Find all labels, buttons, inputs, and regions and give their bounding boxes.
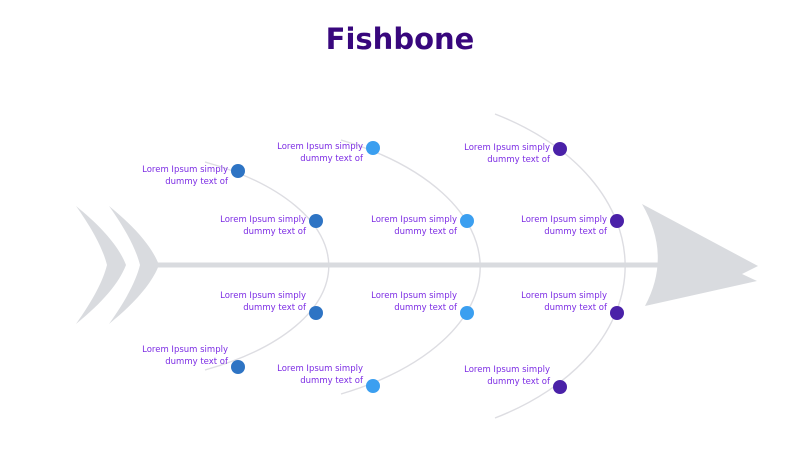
branch-1-node-2-dot <box>309 214 323 228</box>
branch-2-node-3-dot <box>460 306 474 320</box>
branch-1-node-2-label: Lorem Ipsum simply dummy text of <box>220 215 306 237</box>
branch-1-node-3-label: Lorem Ipsum simply dummy text of <box>220 291 306 313</box>
branch-2-node-3-label: Lorem Ipsum simply dummy text of <box>371 291 457 313</box>
spine-line <box>150 262 659 268</box>
branch-1-node-3-dot <box>309 306 323 320</box>
branch-3-node-2-dot <box>610 214 624 228</box>
branch-2-node-1-dot <box>366 141 380 155</box>
page-title: Fishbone <box>325 22 475 56</box>
branch-3-node-4-label: Lorem Ipsum simply dummy text of <box>464 365 550 387</box>
branch-1-node-1-label: Lorem Ipsum simply dummy text of <box>142 165 228 187</box>
branch-1-node-1-dot <box>231 164 245 178</box>
tail-chevron-inner-icon <box>109 206 159 324</box>
branch-3-node-1-label: Lorem Ipsum simply dummy text of <box>464 143 550 165</box>
head-arrow-icon <box>642 204 758 306</box>
branch-3-node-1-dot <box>553 142 567 156</box>
tail-chevron-outer-icon <box>76 206 126 324</box>
branch-1-node-4-dot <box>231 360 245 374</box>
branch-2-node-2-dot <box>460 214 474 228</box>
branch-1-node-4-label: Lorem Ipsum simply dummy text of <box>142 345 228 367</box>
branch-2-node-4-label: Lorem Ipsum simply dummy text of <box>277 364 363 386</box>
branch-2-node-2-label: Lorem Ipsum simply dummy text of <box>371 215 457 237</box>
branch-2-node-4-dot <box>366 379 380 393</box>
branch-3-node-4-dot <box>553 380 567 394</box>
branch-3-node-3-dot <box>610 306 624 320</box>
branch-3-node-3-label: Lorem Ipsum simply dummy text of <box>521 291 607 313</box>
branch-3-node-2-label: Lorem Ipsum simply dummy text of <box>521 215 607 237</box>
branch-2-node-1-label: Lorem Ipsum simply dummy text of <box>277 142 363 164</box>
